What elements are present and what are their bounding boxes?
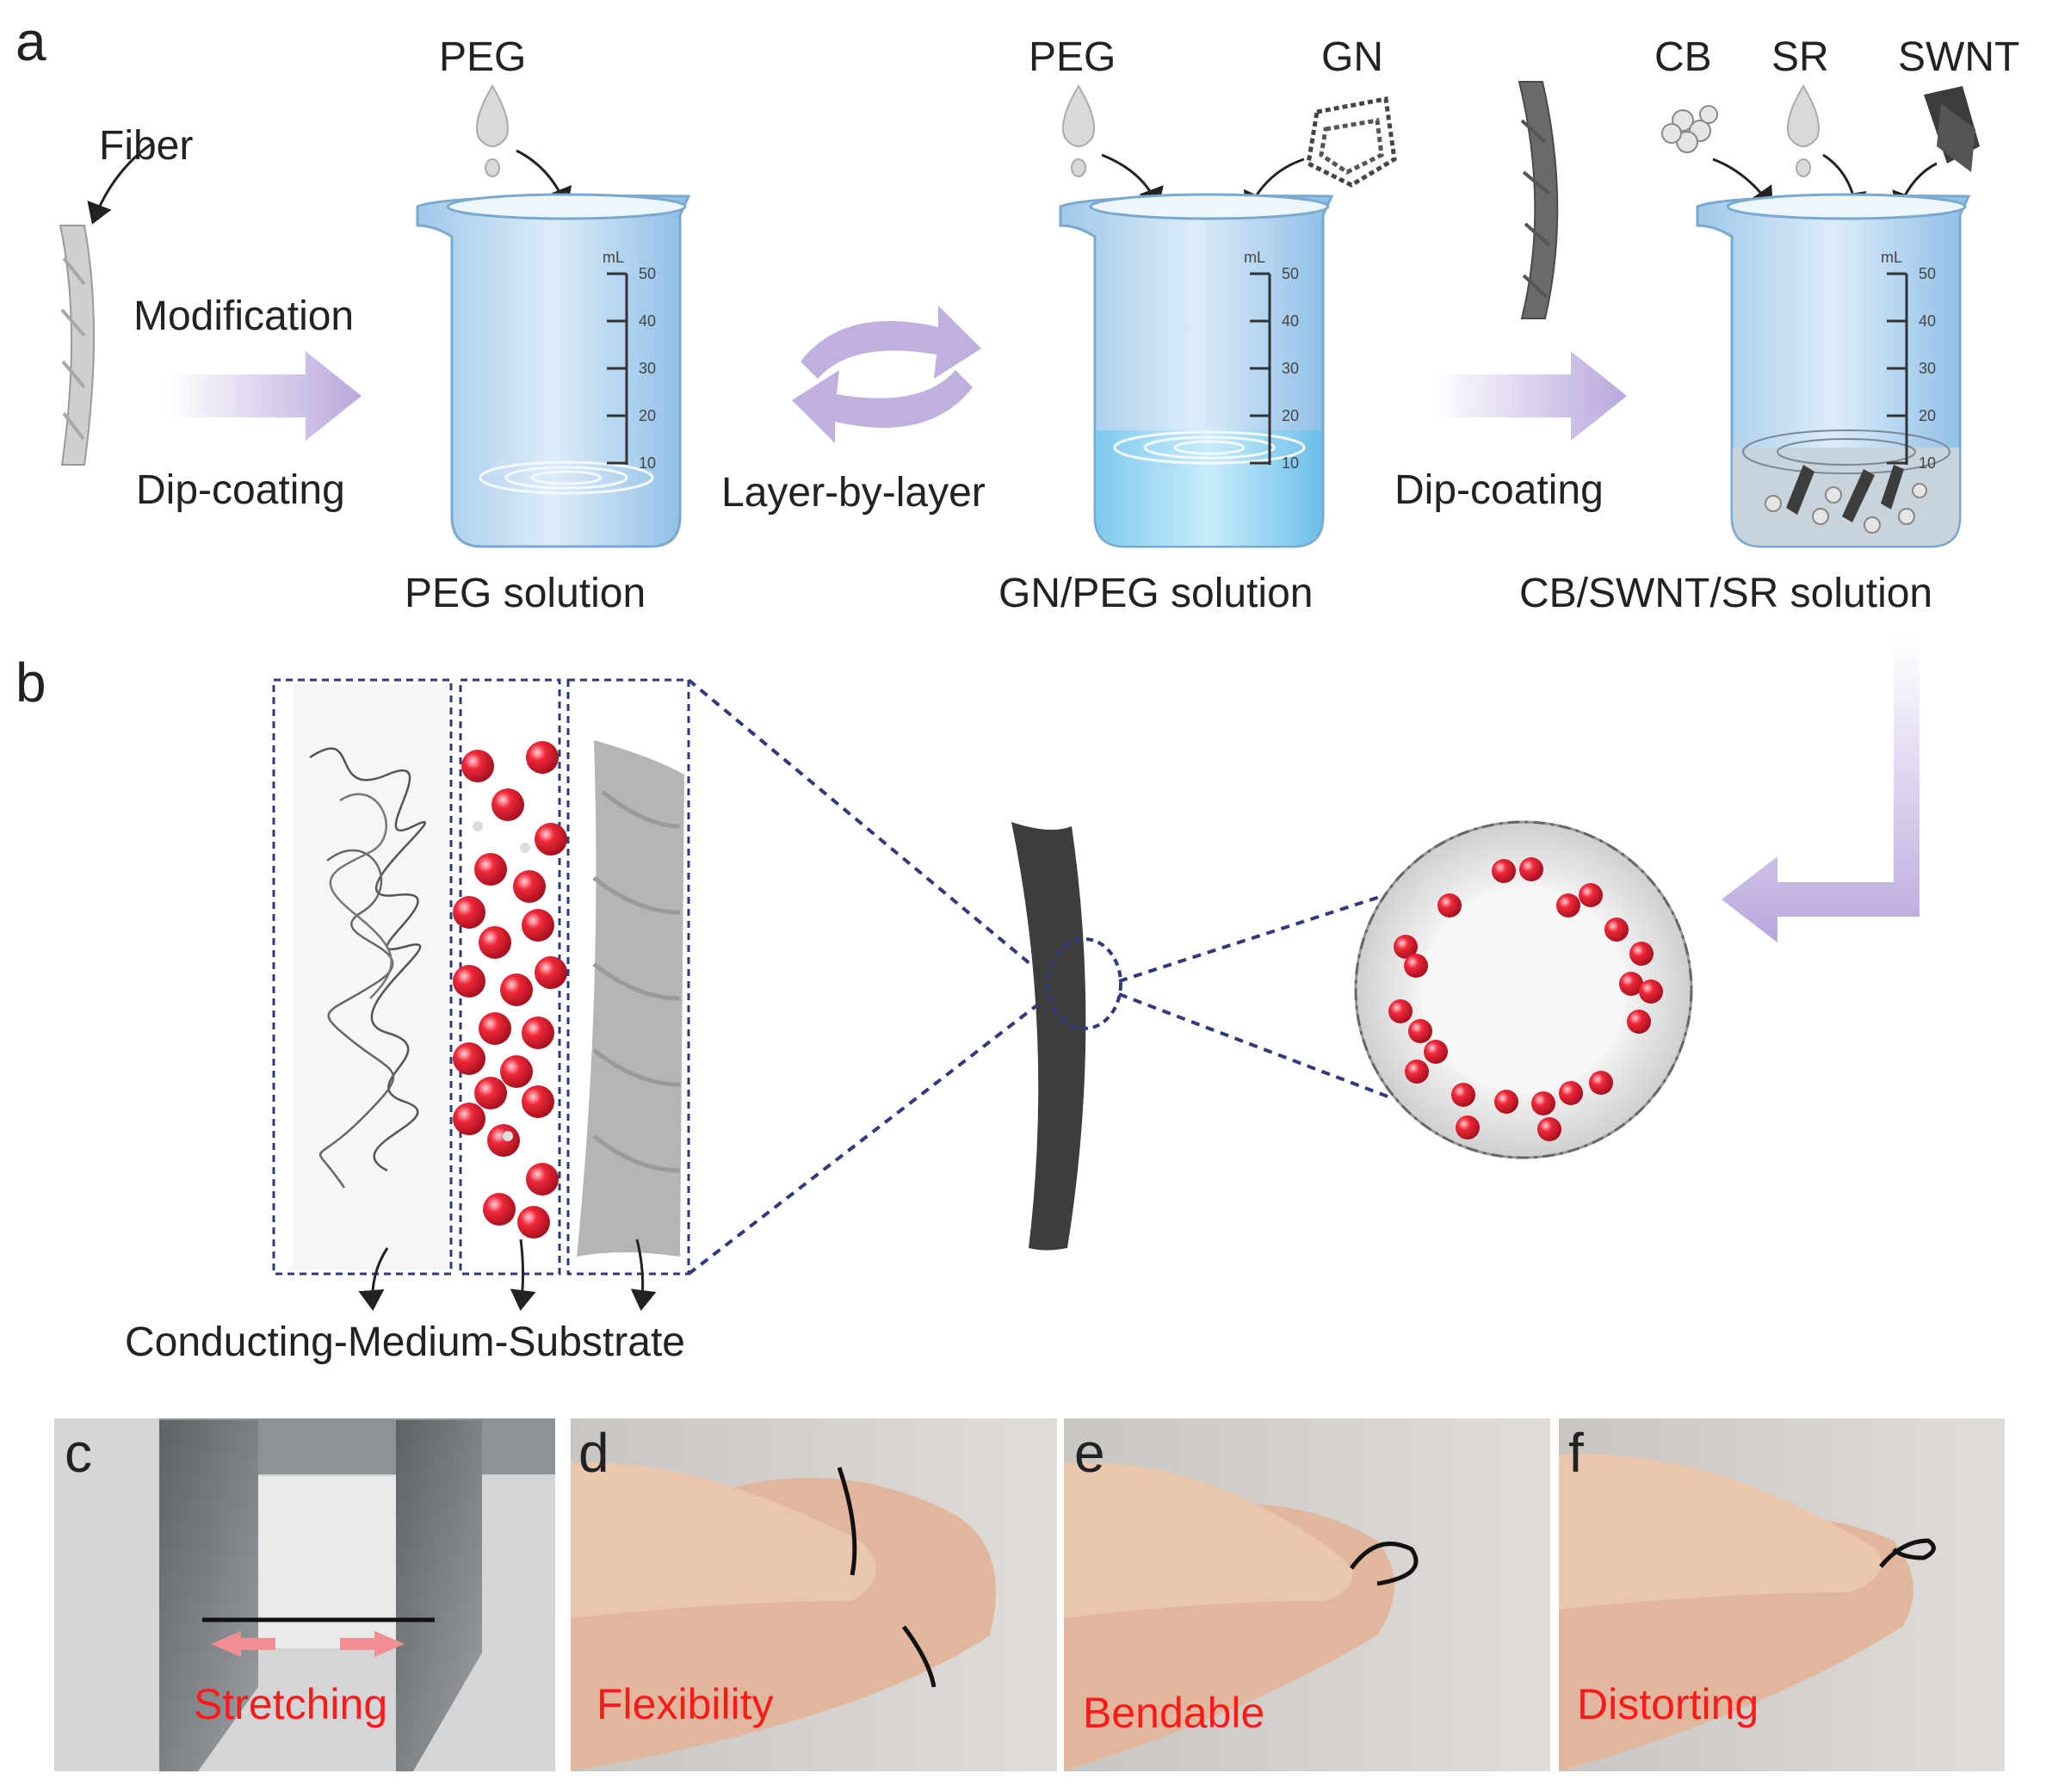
svg-text:10: 10 [639,454,656,472]
structure-caption: Conducting-Medium-Substrate [125,1319,685,1365]
photo-d [571,1418,1057,1771]
photo-e [1064,1418,1550,1771]
photo-e-label: Bendable [1083,1689,1264,1737]
process-arrow-1-icon [168,351,362,441]
carbon-black-icon [1661,105,1718,153]
zoom-line-right-bottom [1118,992,1391,1099]
svg-text:40: 40 [1919,312,1936,330]
svg-text:40: 40 [1282,312,1299,330]
svg-text:20: 20 [1282,407,1299,424]
photo-d-label: Flexibility [597,1680,774,1728]
svg-text:50: 50 [1282,265,1299,282]
svg-text:20: 20 [1919,407,1936,424]
zoom-line-right-top [1118,885,1413,983]
beaker3-reagent1-label: CB [1654,34,1712,80]
coated-fiber-icon [1011,822,1086,1251]
photo-f [1559,1418,2005,1771]
modified-fiber-icon [1518,81,1559,319]
dip-coating-label-1: Dip-coating [136,467,345,513]
svg-text:mL: mL [1881,249,1902,266]
panel-label-a: a [15,10,46,72]
beaker3-reagent3-label: SWNT [1898,34,2019,80]
fiber-pointer-arrow [87,143,151,225]
svg-text:30: 30 [639,360,656,377]
beaker2-solution-label: GN/PEG solution [998,571,1313,616]
droplet-icon [1787,84,1820,177]
medium-spheres [453,741,567,1239]
zoom-circle [1047,937,1122,1030]
panel-label-f: f [1568,1422,1584,1484]
process-arrow-2-icon [1433,351,1627,441]
svg-text:30: 30 [1919,360,1936,377]
photo-f-label: Distorting [1577,1680,1759,1728]
panel-label-e: e [1074,1422,1105,1484]
photo-c [54,1418,555,1771]
layer-by-layer-label: Layer-by-layer [721,470,986,516]
conducting-layer [293,684,448,1270]
beaker3-reagent2-label: SR [1771,34,1829,80]
substrate-box [566,678,690,1276]
swnt-icon [1924,86,1980,172]
panel-label-c: c [65,1422,92,1484]
beaker3-solution-label: CB/SWNT/SR solution [1519,571,1932,616]
substrate-fiber [577,740,684,1257]
svg-text:mL: mL [1244,249,1265,266]
result-arrow-icon [1722,637,1920,942]
modification-label: Modification [133,294,354,339]
dip-coating-label-2: Dip-coating [1394,467,1604,513]
conducting-box [272,678,453,1276]
droplet-icon [476,84,509,177]
droplet-icon [1062,84,1095,177]
svg-text:mL: mL [603,249,624,266]
beaker1-reagent-label: PEG [439,34,526,80]
svg-text:10: 10 [1919,454,1936,472]
cycle-arrows-icon [792,306,981,443]
beaker2-reagent2-label: GN [1321,34,1383,80]
svg-text:40: 40 [639,312,656,330]
substrate-pointer [630,1239,657,1311]
beaker-1-icon [416,193,691,548]
svg-text:50: 50 [1919,265,1936,282]
beaker2-reagent1-label: PEG [1029,34,1116,80]
beaker1-solution-label: PEG solution [405,571,646,616]
cross-section-spheres [1388,857,1663,1141]
graphene-icon [1306,96,1397,188]
medium-pointer [510,1239,536,1311]
beaker-2-scale: mL 50 40 30 20 10 [1244,249,1299,472]
svg-text:50: 50 [639,265,656,282]
svg-text:20: 20 [639,407,656,424]
svg-text:30: 30 [1282,360,1299,377]
conducting-pointer [358,1247,389,1311]
zoom-line-top [687,678,1048,979]
zoom-line-bottom [687,997,1048,1276]
photo-c-label: Stretching [194,1680,387,1728]
panel-label-b: b [15,652,46,714]
beaker-2-icon [1059,193,1334,548]
beaker-3-scale: mL 50 40 30 20 10 [1881,249,1936,472]
beaker-1-scale: mL 50 40 30 20 10 [603,249,656,472]
raw-fiber-icon [59,225,95,466]
fiber-label: Fiber [99,123,193,169]
panel-label-d: d [578,1422,609,1484]
svg-text:10: 10 [1282,454,1299,472]
beaker-3-particles [1765,465,1927,534]
